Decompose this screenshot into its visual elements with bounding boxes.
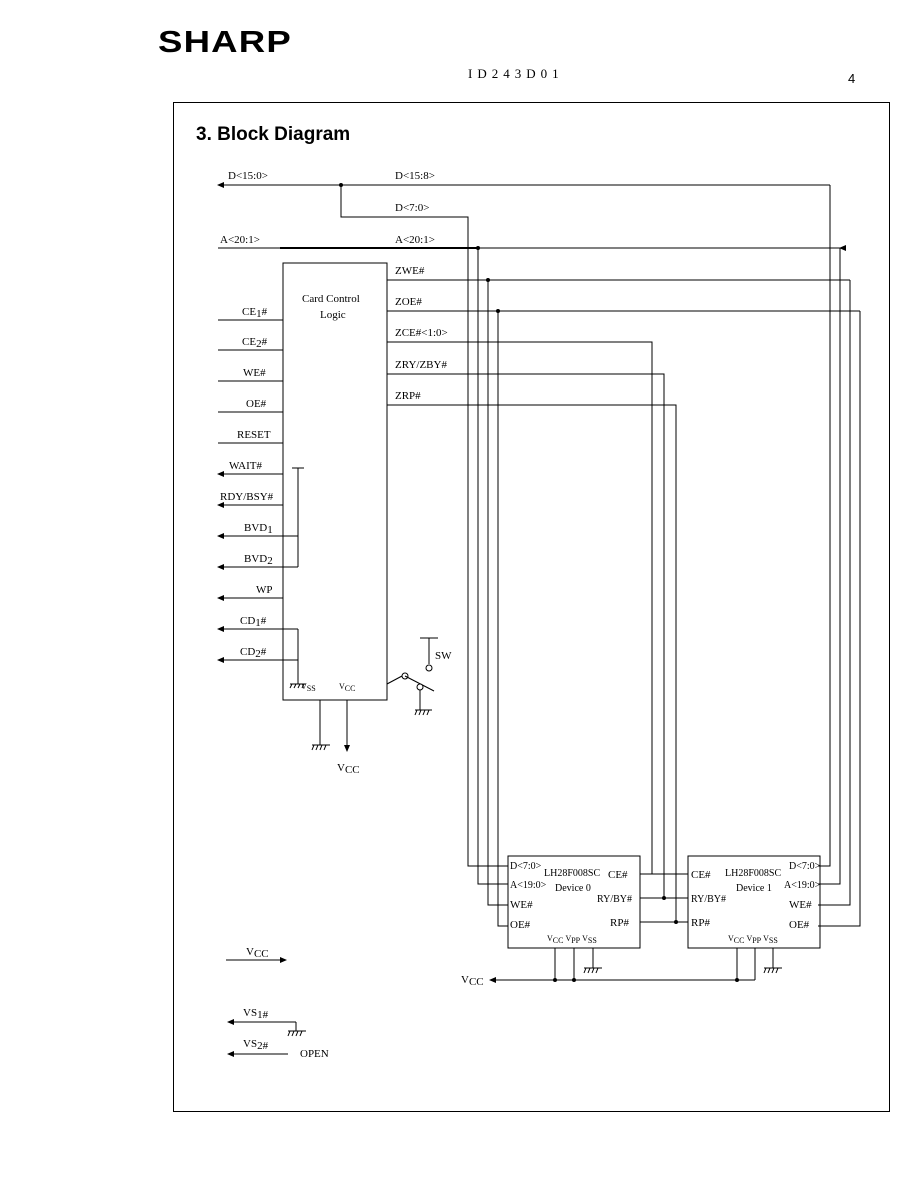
document-id: ID243D01 <box>468 66 564 81</box>
logic-vss-label: VSS <box>301 682 316 693</box>
flash-device-0: LH28F008SC Device 0 D<7:0> A<19:0> WE# O… <box>507 855 641 982</box>
label-d-15-8: D<15:8> <box>395 170 435 182</box>
device1-pin-ce: CE# <box>691 869 711 881</box>
address-bus: A<20:1> A<20:1> <box>218 234 846 885</box>
label-d-15-0: D<15:0> <box>228 170 268 182</box>
label-zoe: ZOE# <box>395 296 422 308</box>
label-oe: OE# <box>246 398 267 410</box>
control-outputs: ZWE# ZOE# ZCE#<1:0> ZRY/ZBY# ZRP# <box>387 265 861 927</box>
data-bus: D<15:0> D<15:8> D<7:0> <box>217 170 831 867</box>
label-a-20-1-out: A<20:1> <box>395 234 435 246</box>
device1-name: Device 1 <box>736 883 772 894</box>
legend-vs2: VS2# <box>243 1038 269 1052</box>
legend-vs1: VS1# <box>243 1007 269 1021</box>
logic-title-2: Logic <box>320 309 346 321</box>
device1-pin-rp: RP# <box>691 917 710 929</box>
label-wp: WP <box>256 584 273 596</box>
label-zwe: ZWE# <box>395 265 425 277</box>
device-vcc-bus: VCC <box>461 974 755 988</box>
section-title: 3. Block Diagram <box>196 124 351 145</box>
legend-open: OPEN <box>300 1048 329 1060</box>
label-zce: ZCE#<1:0> <box>395 327 448 339</box>
device0-pin-we: WE# <box>510 899 533 911</box>
diagram-frame <box>173 102 890 1112</box>
device0-pin-d: D<7:0> <box>510 861 542 872</box>
device0-pin-oe: OE# <box>510 919 531 931</box>
label-zrp: ZRP# <box>395 390 421 402</box>
device-vcc-label: VCC <box>461 974 484 988</box>
card-control-logic: Card Control Logic VSS VCC <box>282 262 388 701</box>
device1-pin-we: WE# <box>789 899 812 911</box>
label-reset: RESET <box>237 429 271 441</box>
legend-vcc: VCC <box>246 946 269 960</box>
write-protect-switch: SW <box>386 637 452 716</box>
label-d-7-0: D<7:0> <box>395 202 429 214</box>
label-cd2: CD2# <box>240 646 267 660</box>
device0-pin-ce: CE# <box>608 869 628 881</box>
device1-pin-oe: OE# <box>789 919 810 931</box>
flash-device-1: LH28F008SC Device 1 D<7:0> A<19:0> WE# O… <box>687 855 821 982</box>
logic-power: VCC <box>311 700 360 776</box>
device1-part: LH28F008SC <box>725 868 781 879</box>
label-bvd2: BVD2 <box>244 553 273 567</box>
device0-name: Device 0 <box>555 883 591 894</box>
device1-pin-d: D<7:0> <box>789 861 821 872</box>
label-ce2: CE2# <box>242 336 268 350</box>
logic-vcc-out: VCC <box>337 762 360 776</box>
page-number: 4 <box>848 71 856 86</box>
label-cd1: CD1# <box>240 615 267 629</box>
device1-pin-ry: RY/BY# <box>691 894 726 905</box>
label-we: WE# <box>243 367 266 379</box>
label-ce1: CE1# <box>242 306 268 320</box>
device0-pin-rp: RP# <box>610 917 629 929</box>
label-a-20-1: A<20:1> <box>220 234 260 246</box>
control-inputs: CE1# CE2# WE# OE# RESET <box>218 306 283 444</box>
device1-pin-a: A<19:0> <box>784 880 821 891</box>
status-outputs: WAIT# RDY/BSY# BVD1 BVD2 WP CD1# CD2# <box>217 460 304 684</box>
label-rdy-bsy: RDY/BSY# <box>220 491 274 503</box>
sharp-logo: SHARP <box>158 24 292 59</box>
device0-pin-a: A<19:0> <box>510 880 547 891</box>
label-wait: WAIT# <box>229 460 262 472</box>
label-sw: SW <box>435 650 452 662</box>
logic-title-1: Card Control <box>302 293 360 305</box>
device0-part: LH28F008SC <box>544 868 600 879</box>
logic-vcc-label: VCC <box>339 682 355 693</box>
label-bvd1: BVD1 <box>244 522 273 536</box>
device0-pin-ry: RY/BY# <box>597 894 632 905</box>
label-zry-zby: ZRY/ZBY# <box>395 359 447 371</box>
power-legend: VCC VS1# VS2# OPEN <box>226 946 329 1060</box>
